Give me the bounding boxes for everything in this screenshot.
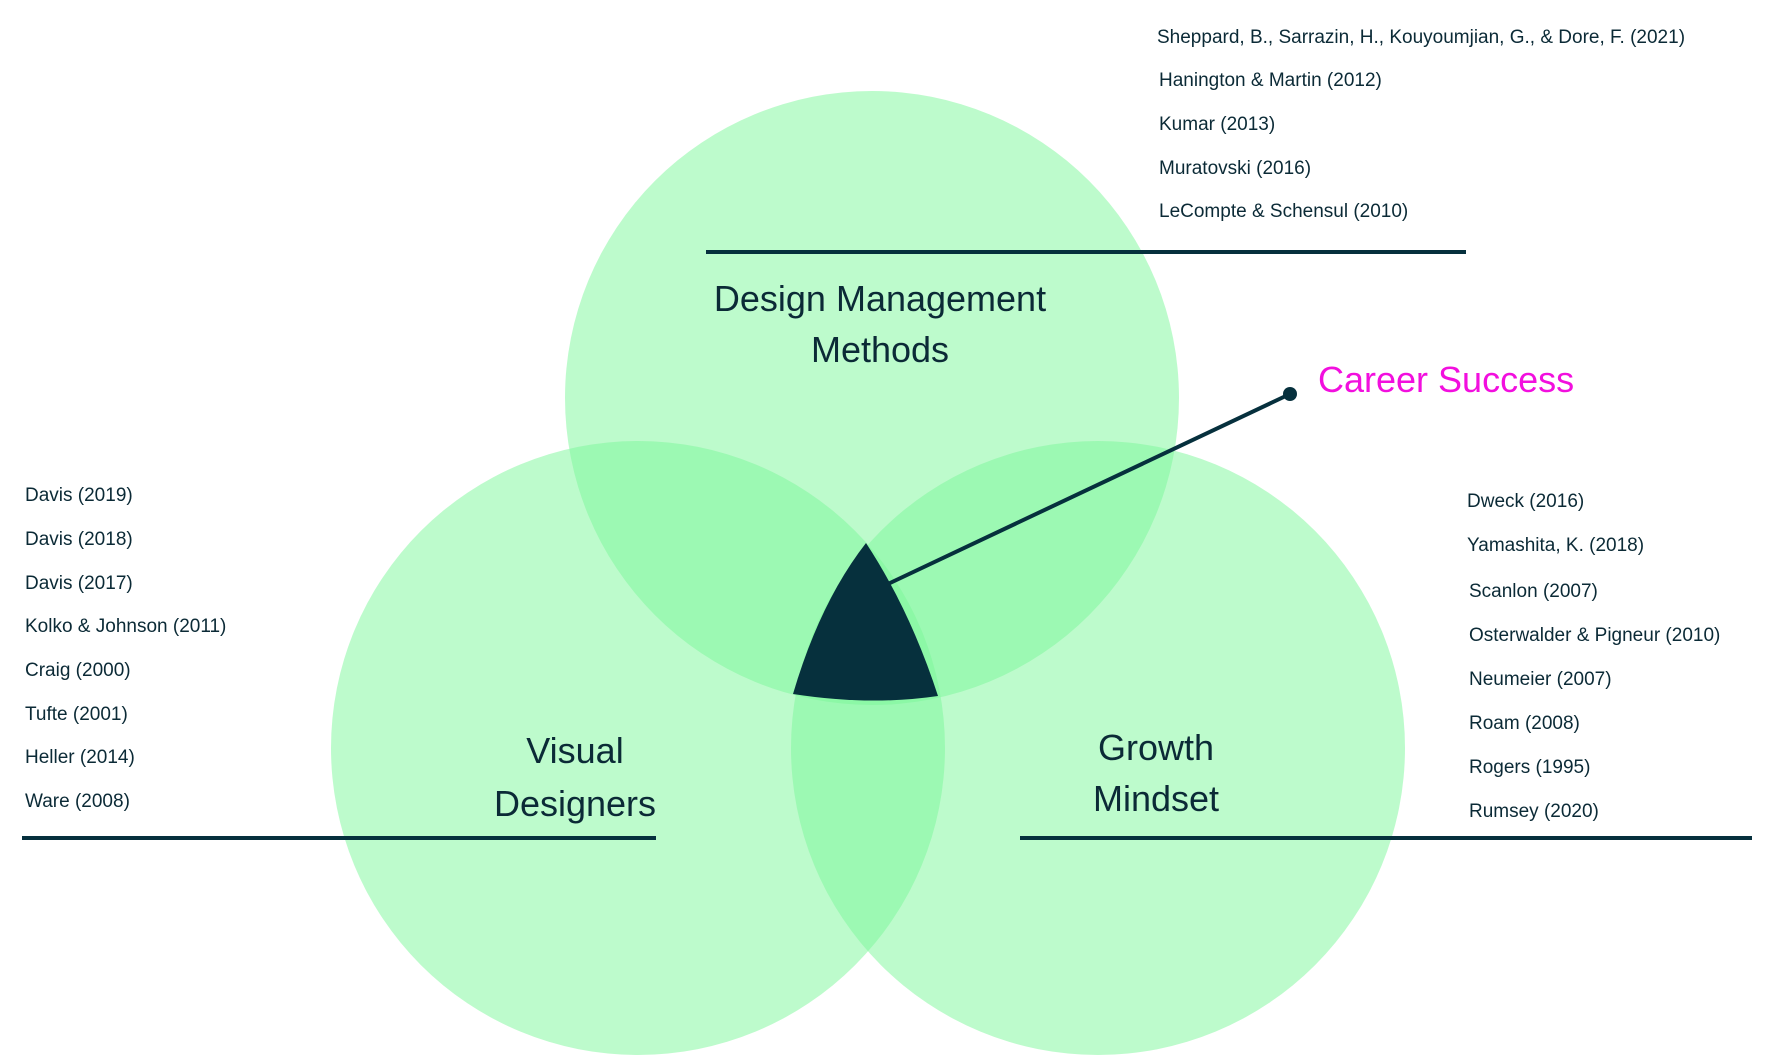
growth-mindset-references: Dweck (2016) Yamashita, K. (2018) Scanlo…: [1467, 491, 1720, 822]
reference-item: Dweck (2016): [1467, 491, 1584, 512]
career-success-intersection: [793, 543, 938, 701]
career-success-connector-line: [888, 392, 1292, 585]
growth-mindset-title-line-1: Growth: [1098, 727, 1214, 768]
reference-item: Ware (2008): [25, 791, 130, 812]
reference-item: Davis (2017): [25, 573, 133, 594]
reference-item: Neumeier (2007): [1469, 669, 1612, 690]
design-management-title-line-1: Design Management: [714, 278, 1046, 319]
reference-item: Yamashita, K. (2018): [1467, 535, 1644, 556]
visual-designers-title-line-1: Visual: [526, 730, 623, 771]
reference-item: Craig (2000): [25, 660, 131, 681]
reference-item: Muratovski (2016): [1159, 158, 1311, 179]
design-management-references: Sheppard, B., Sarrazin, H., Kouyoumjian,…: [1157, 27, 1685, 222]
career-success-label: Career Success: [1318, 359, 1574, 400]
reference-item: Rumsey (2020): [1469, 801, 1599, 822]
reference-item: Tufte (2001): [25, 704, 128, 725]
visual-designers-title-line-2: Designers: [494, 783, 656, 824]
reference-item: Kumar (2013): [1159, 114, 1275, 135]
growth-mindset-circle: [791, 441, 1405, 1055]
reference-item: Hanington & Martin (2012): [1159, 70, 1382, 91]
growth-mindset-title: Growth Mindset: [1093, 727, 1219, 819]
growth-mindset-title-line-2: Mindset: [1093, 778, 1219, 819]
reference-item: Roam (2008): [1469, 713, 1580, 734]
visual-designers-circle: [331, 441, 945, 1055]
design-management-title: Design Management Methods: [714, 278, 1046, 370]
reference-item: Kolko & Johnson (2011): [25, 616, 226, 637]
reference-item: Davis (2019): [25, 485, 133, 506]
design-management-title-line-2: Methods: [811, 329, 949, 370]
reference-item: Scanlon (2007): [1469, 581, 1598, 602]
venn-circles: [331, 91, 1405, 1055]
reference-item: Rogers (1995): [1469, 757, 1590, 778]
reference-item: Osterwalder & Pigneur (2010): [1469, 625, 1720, 646]
reference-item: LeCompte & Schensul (2010): [1159, 201, 1408, 222]
visual-designers-references: Davis (2019) Davis (2018) Davis (2017) K…: [25, 485, 226, 812]
career-success-connector-dot: [1283, 387, 1297, 401]
reference-item: Heller (2014): [25, 747, 135, 768]
reference-item: Sheppard, B., Sarrazin, H., Kouyoumjian,…: [1157, 27, 1685, 48]
visual-designers-title: Visual Designers: [494, 730, 656, 824]
reference-item: Davis (2018): [25, 529, 133, 550]
